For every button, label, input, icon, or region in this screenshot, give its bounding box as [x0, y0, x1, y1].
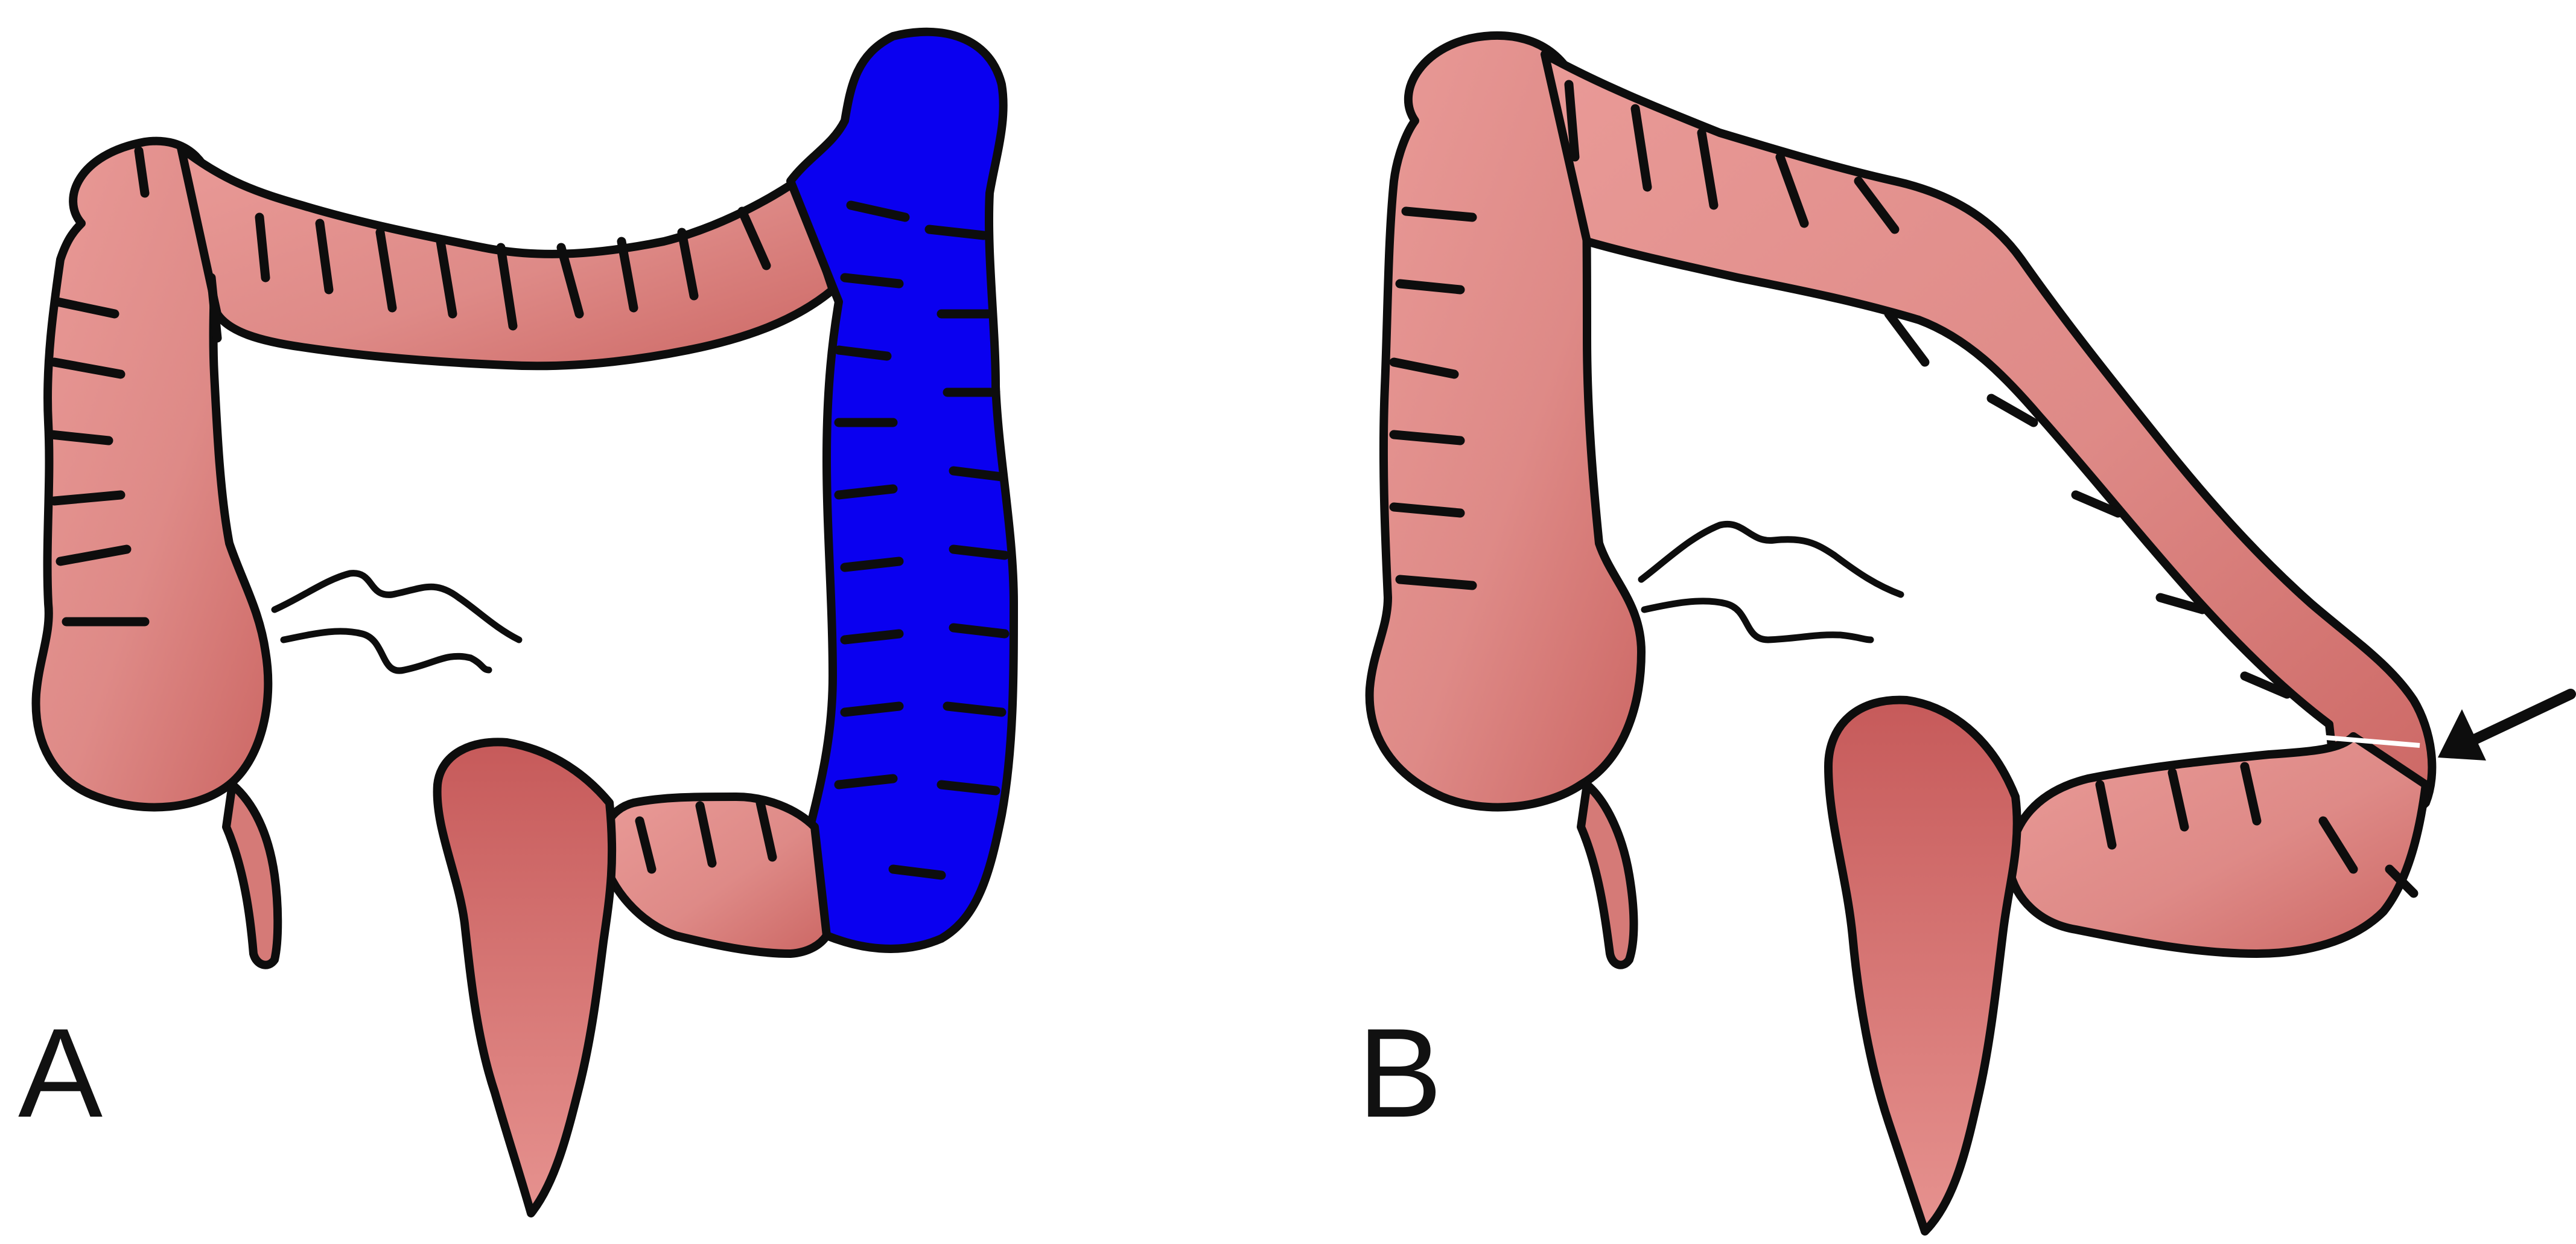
appendix-b	[1581, 785, 1634, 965]
sigmoid-colon-b	[2009, 736, 2426, 954]
ileum-line-a1	[275, 573, 519, 640]
rectum-a	[437, 742, 612, 1213]
panel-b: B	[1358, 36, 2571, 1231]
ileum-line-b2	[1644, 601, 1871, 640]
ileum-line-b1	[1641, 524, 1901, 595]
panel-label-b: B	[1358, 1002, 1442, 1144]
rectum-b	[1828, 700, 2017, 1231]
transverse-colon-a	[181, 148, 833, 366]
arrow-icon	[2438, 694, 2571, 761]
appendix-a	[226, 785, 278, 965]
panel-a: A	[18, 32, 1014, 1213]
descending-colon-highlight-a	[790, 32, 1014, 949]
transverse-descending-colon-b	[1545, 54, 2432, 833]
panel-label-a: A	[18, 1002, 103, 1144]
ileum-line-a2	[284, 631, 489, 671]
